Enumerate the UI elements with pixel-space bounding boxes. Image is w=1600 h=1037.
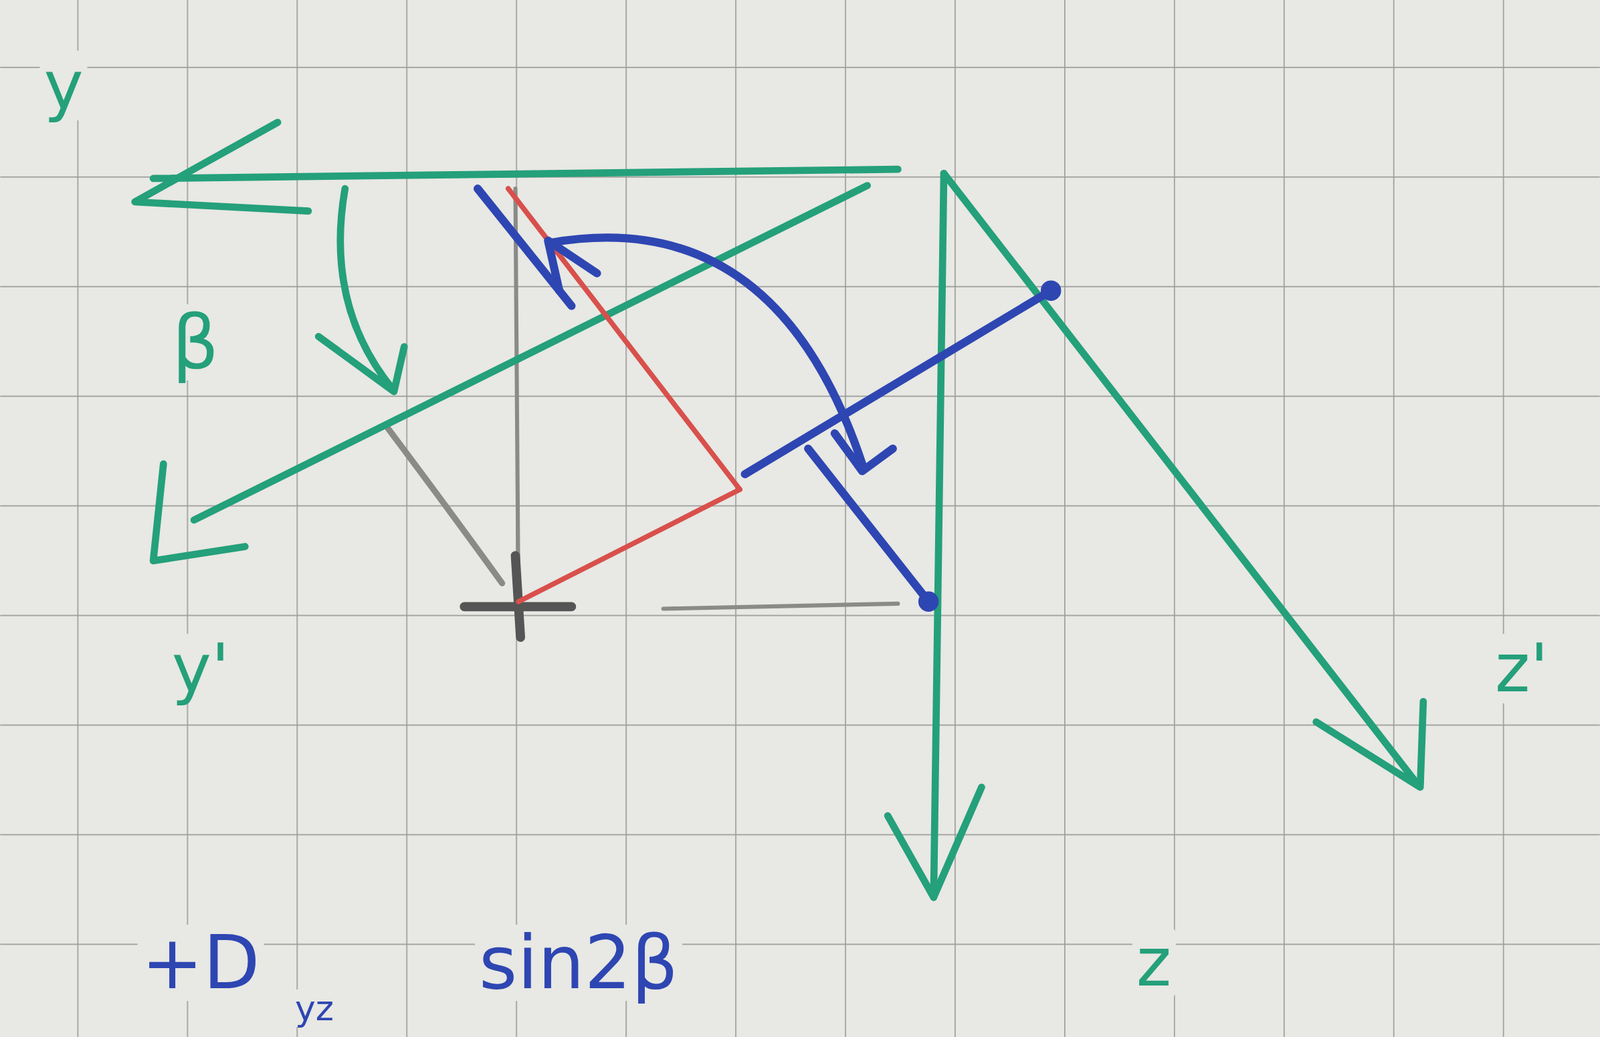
- blue-lines: [477, 188, 1057, 609]
- components: [508, 188, 740, 603]
- z-prime-arrowhead: [1316, 701, 1424, 788]
- axis-label: y: [39, 50, 87, 121]
- blue-dot: [1044, 284, 1057, 297]
- axis-label: +D: [137, 925, 265, 1002]
- axis-label: y': [167, 634, 235, 704]
- z-arrowhead: [887, 787, 982, 898]
- pencil-arrow: [387, 428, 503, 584]
- y-prime-axis: [193, 185, 868, 521]
- red-y-component: [518, 489, 740, 603]
- y-axis: [153, 169, 898, 179]
- z-prime-axis: [943, 173, 1419, 786]
- blue-arc-start-head: [547, 240, 597, 291]
- pencil-lines: [387, 188, 899, 638]
- z-axis: [933, 173, 944, 898]
- blue-dot: [922, 595, 935, 609]
- axis-label: sin2β: [474, 925, 683, 1002]
- axes: [135, 122, 1424, 898]
- y-prime-arrowhead: [153, 464, 245, 562]
- pencil-cross: [464, 555, 572, 638]
- axis-label: β: [167, 304, 223, 381]
- pencil-vertical: [515, 188, 520, 607]
- y-arrowhead: [135, 122, 309, 212]
- blue-projection: [745, 290, 1052, 475]
- pencil-horizontal: [663, 604, 899, 610]
- red-z-component: [508, 188, 740, 490]
- blue-arc-end-head: [834, 433, 893, 471]
- axis-label: z: [1132, 928, 1176, 998]
- subscript: yz: [290, 989, 338, 1028]
- axis-label: z': [1490, 634, 1553, 704]
- beta-arrowhead: [318, 336, 405, 392]
